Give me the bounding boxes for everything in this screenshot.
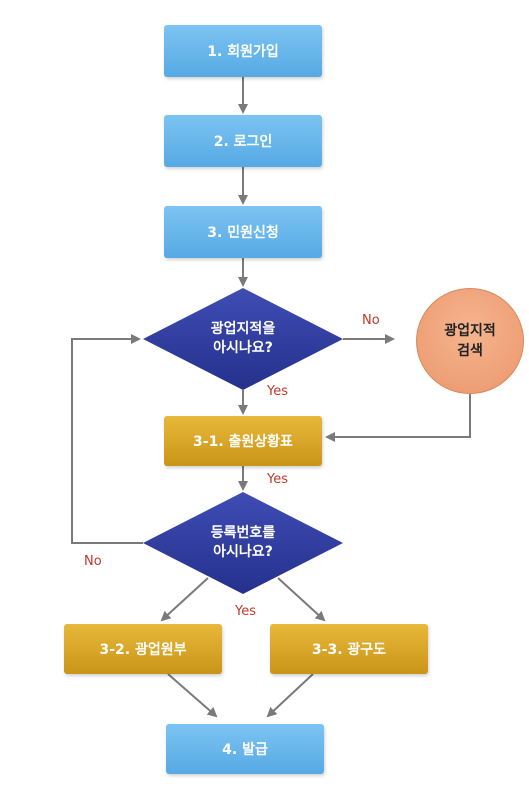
- decision-regno-text: 등록번호를 아시나요?: [173, 522, 313, 564]
- arrow-map-to-issue: [266, 673, 314, 718]
- decision-location-line2: 아시나요?: [213, 340, 273, 356]
- step-apply: 3. 민원신청: [164, 206, 322, 258]
- decision-regno-line1: 등록번호를: [210, 525, 276, 541]
- arrow-regno-yes-to-map: [277, 577, 326, 622]
- step-signup: 1. 회원가입: [164, 25, 322, 77]
- step-login: 2. 로그인: [164, 115, 322, 167]
- step-mining-register: 3-2. 광업원부: [64, 624, 222, 674]
- step-application-status: 3-1. 출원상황표: [164, 416, 322, 466]
- arrow-regno-yes-to-register: [160, 577, 209, 622]
- label-no-location: No: [362, 313, 380, 328]
- arrow-search-to-status: [325, 393, 471, 442]
- decision-diamond-location: [143, 288, 343, 390]
- decision-diamond-regno: [143, 492, 343, 594]
- decision-regno-line2: 아시나요?: [213, 544, 273, 560]
- step-issue: 4. 발급: [166, 724, 324, 774]
- arrow-regno-no-loop: [71, 334, 143, 544]
- step-mine-map: 3-3. 광구도: [270, 624, 428, 674]
- decision-location-line1: 광업지적을: [210, 321, 276, 337]
- label-yes-regno: Yes: [235, 604, 256, 619]
- search-line2: 검색: [457, 343, 483, 359]
- label-yes-location: Yes: [267, 384, 288, 399]
- search-line1: 광업지적: [444, 323, 496, 339]
- decision-location-text: 광업지적을 아시나요?: [173, 318, 313, 360]
- label-yes-status: Yes: [267, 472, 288, 487]
- label-no-regno: No: [84, 554, 102, 569]
- arrow-register-to-issue: [167, 673, 218, 718]
- search-location-circle: 광업지적 검색: [416, 288, 524, 394]
